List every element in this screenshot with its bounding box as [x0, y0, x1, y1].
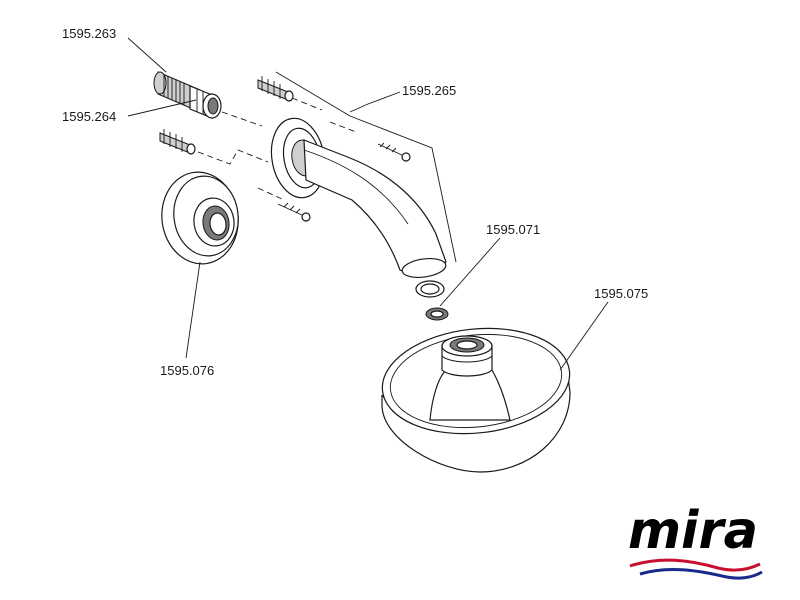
- mira-logo: mira: [628, 501, 763, 580]
- label-cover-plate: 1595.076: [160, 363, 214, 378]
- logo-wave-red: [629, 558, 761, 572]
- shower-arm-part: [270, 117, 447, 279]
- label-spacer: 1595.264: [62, 109, 116, 124]
- leader-spacer: [127, 99, 197, 117]
- leader-shower-head: [559, 301, 609, 371]
- washer-upper-part: [415, 280, 445, 298]
- washer-part: [425, 307, 449, 321]
- logo-wave-blue: [639, 568, 763, 580]
- label-pipe-connector: 1595.263: [62, 26, 116, 41]
- label-arm: 1595.265: [402, 83, 456, 98]
- leader-pipe-connector: [127, 37, 167, 73]
- label-washer: 1595.071: [486, 222, 540, 237]
- label-shower-head: 1595.075: [594, 286, 648, 301]
- cover-plate-part: [161, 171, 239, 265]
- leader-arm: [349, 91, 401, 113]
- logo-text: mira: [628, 501, 758, 561]
- wall-plug-lower: [159, 129, 196, 155]
- leader-cover-plate: [185, 261, 201, 359]
- wall-plug-upper: [257, 76, 294, 102]
- leader-washer: [439, 237, 501, 307]
- shower-head-part: [381, 327, 571, 473]
- pipe-connector-part: [153, 71, 222, 119]
